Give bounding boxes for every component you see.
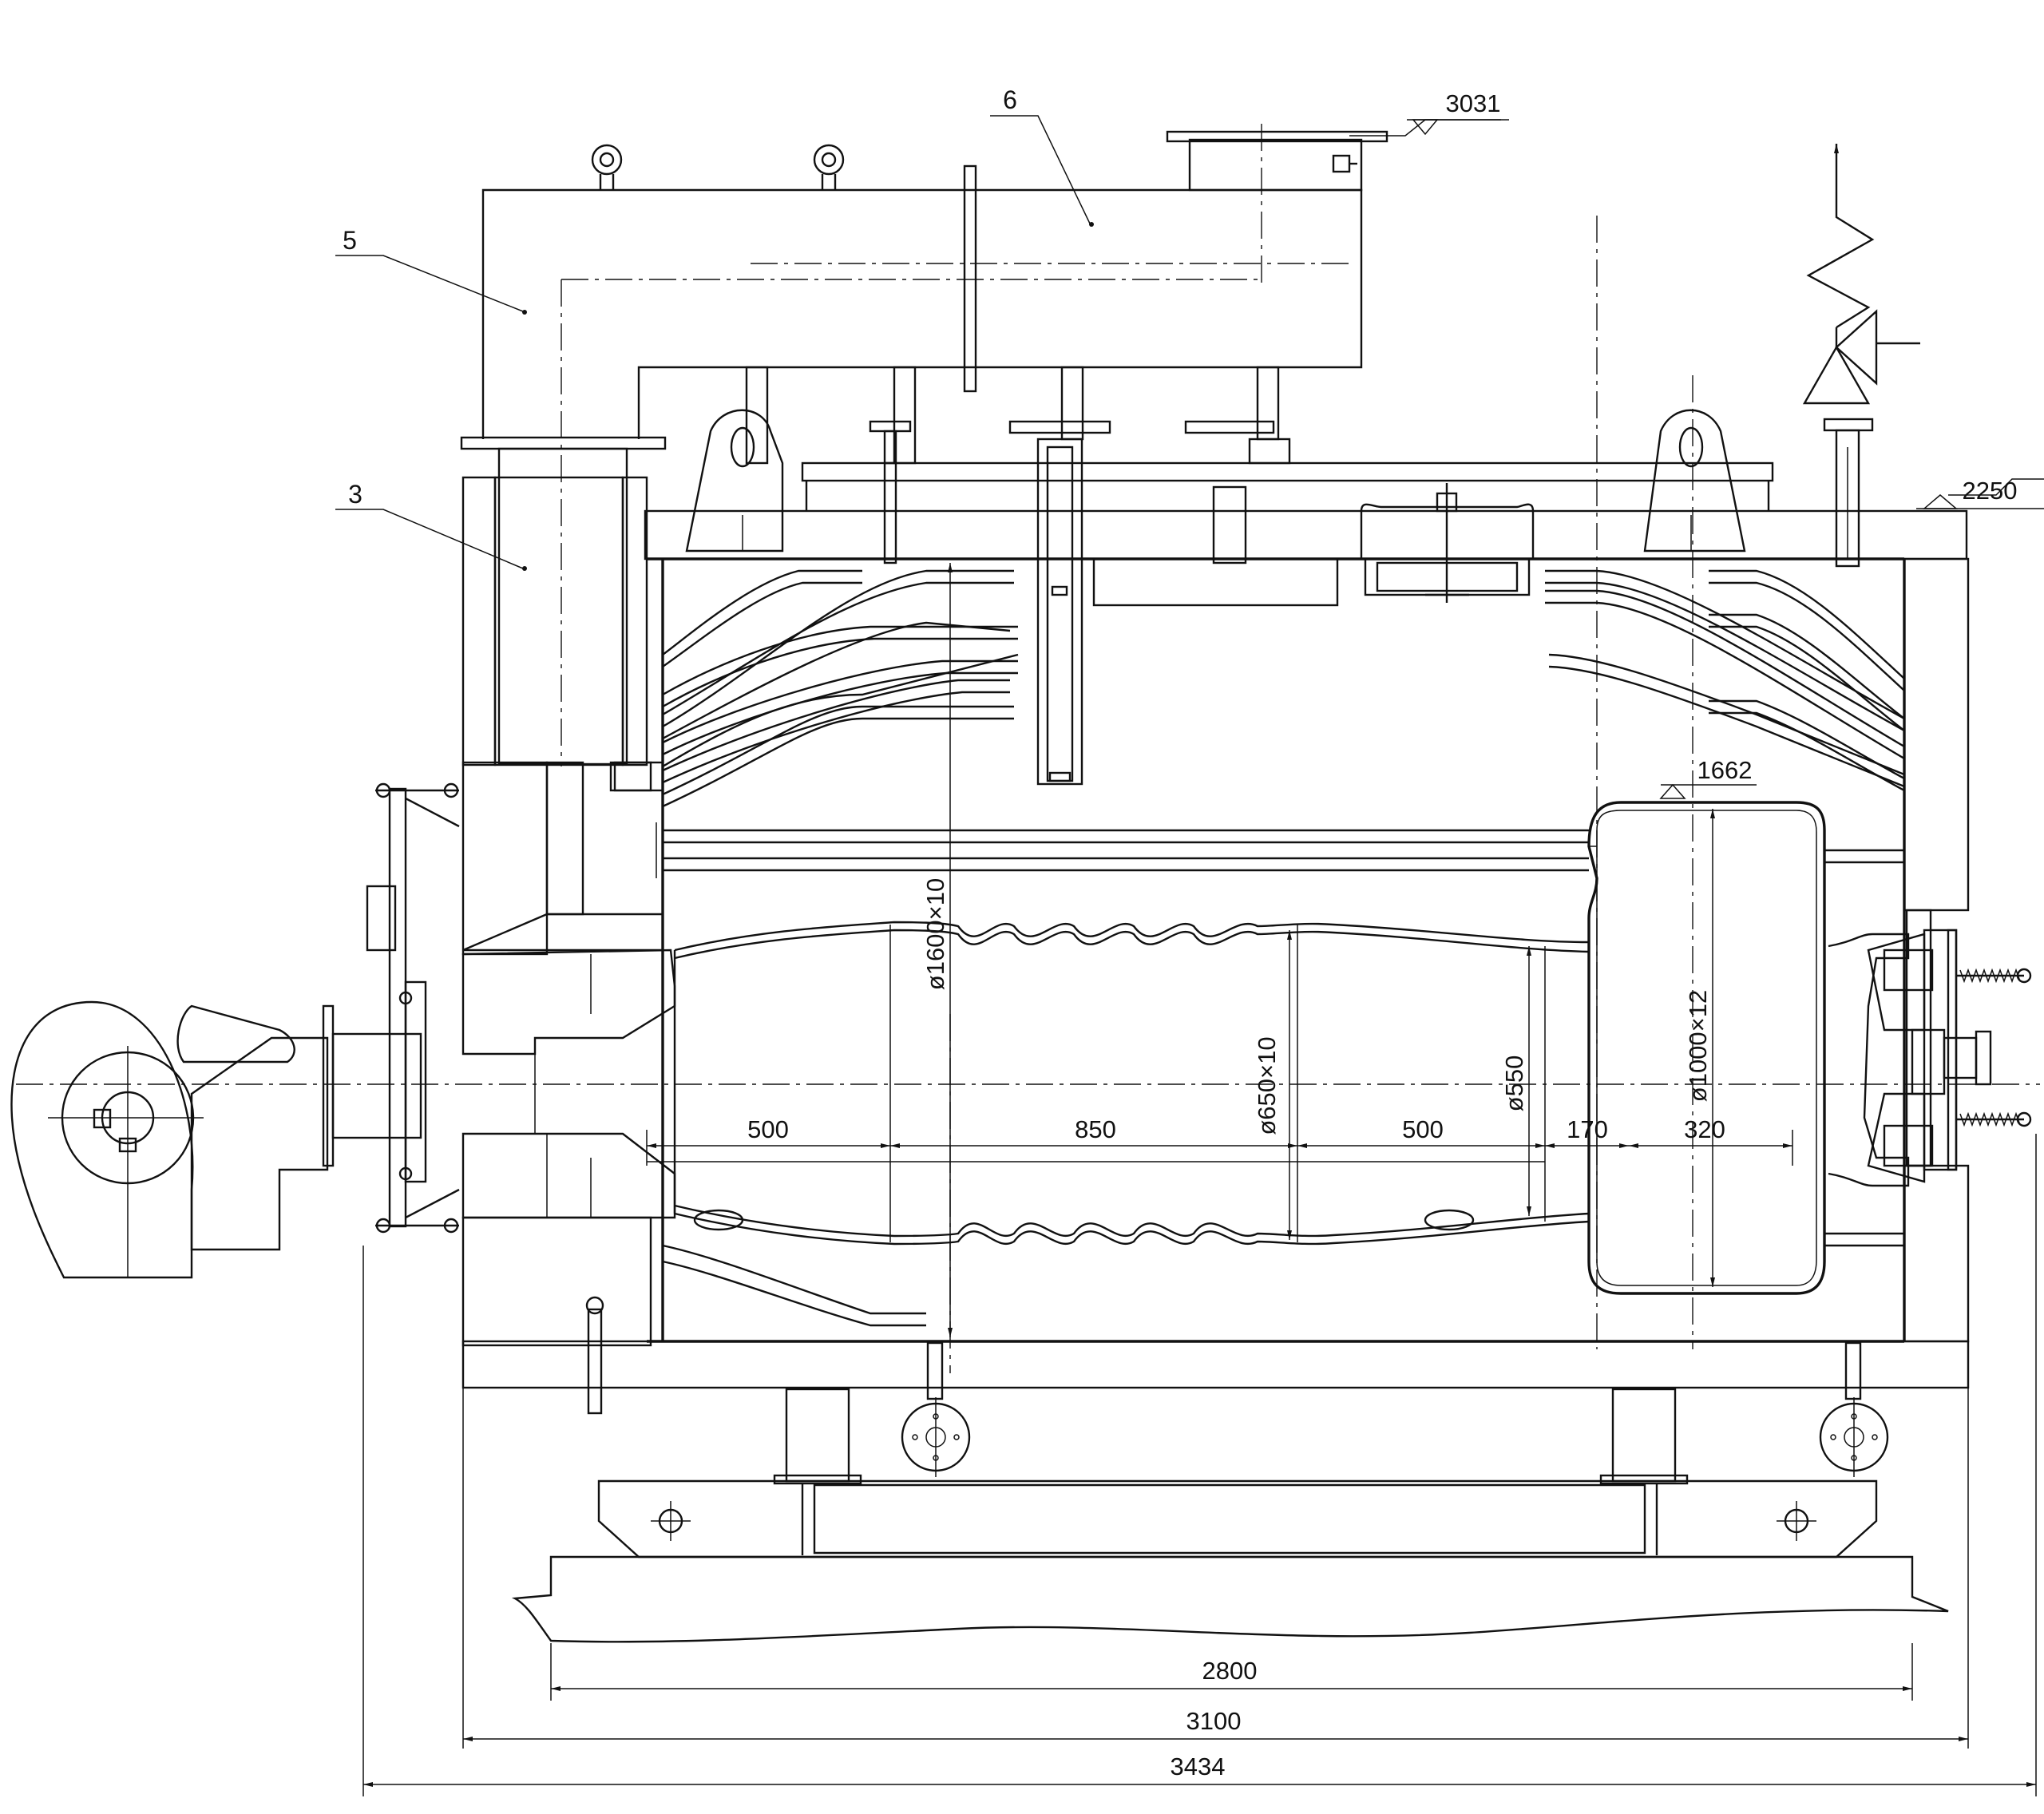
dimension-lines [362,563,2037,1796]
dim-furnace-inner-diameter: ø550 [1500,1056,1528,1112]
base-frame [597,1388,1878,1559]
dim-base-length: 2800 [1202,1657,1258,1685]
part-leaders [335,115,1094,571]
dim-seg-3: 500 [1402,1115,1444,1143]
elevation-3031: 3031 [1446,89,1501,117]
boiler-shell [461,476,1970,1749]
furnace-tube [674,921,1590,1246]
dim-rear-chamber-diameter: ø1000×12 [1684,990,1712,1102]
dim-seg-2: 850 [1075,1115,1116,1143]
burner-assembly [10,782,460,1279]
dim-overall-length: 3434 [1171,1753,1226,1780]
dim-shell-length: 3100 [1186,1707,1242,1735]
dim-seg-4: 170 [1567,1115,1608,1143]
smoke-tubes [656,569,1905,1327]
concrete-foundation [511,1555,1949,1643]
dim-shell-diameter: ø1600×10 [921,878,949,990]
part-label-5: 5 [343,226,357,255]
part-label-6: 6 [1003,85,1017,114]
elevation-1662: 1662 [1697,756,1753,784]
flue-duct [460,130,1388,1415]
dim-seg-5: 320 [1684,1115,1725,1143]
top-frame [685,144,1920,786]
front-smokebox [461,476,676,1219]
bottom-drain-valves [901,1341,1889,1477]
rear-chamber [1587,801,2032,1295]
part-label-3: 3 [348,480,362,509]
dim-seg-1: 500 [747,1115,789,1143]
dim-furnace-diameter: ø650×10 [1253,1036,1281,1135]
elevation-marks [1349,119,2044,799]
center-lines [16,124,2040,1373]
elevation-2250: 2250 [1963,477,2018,505]
